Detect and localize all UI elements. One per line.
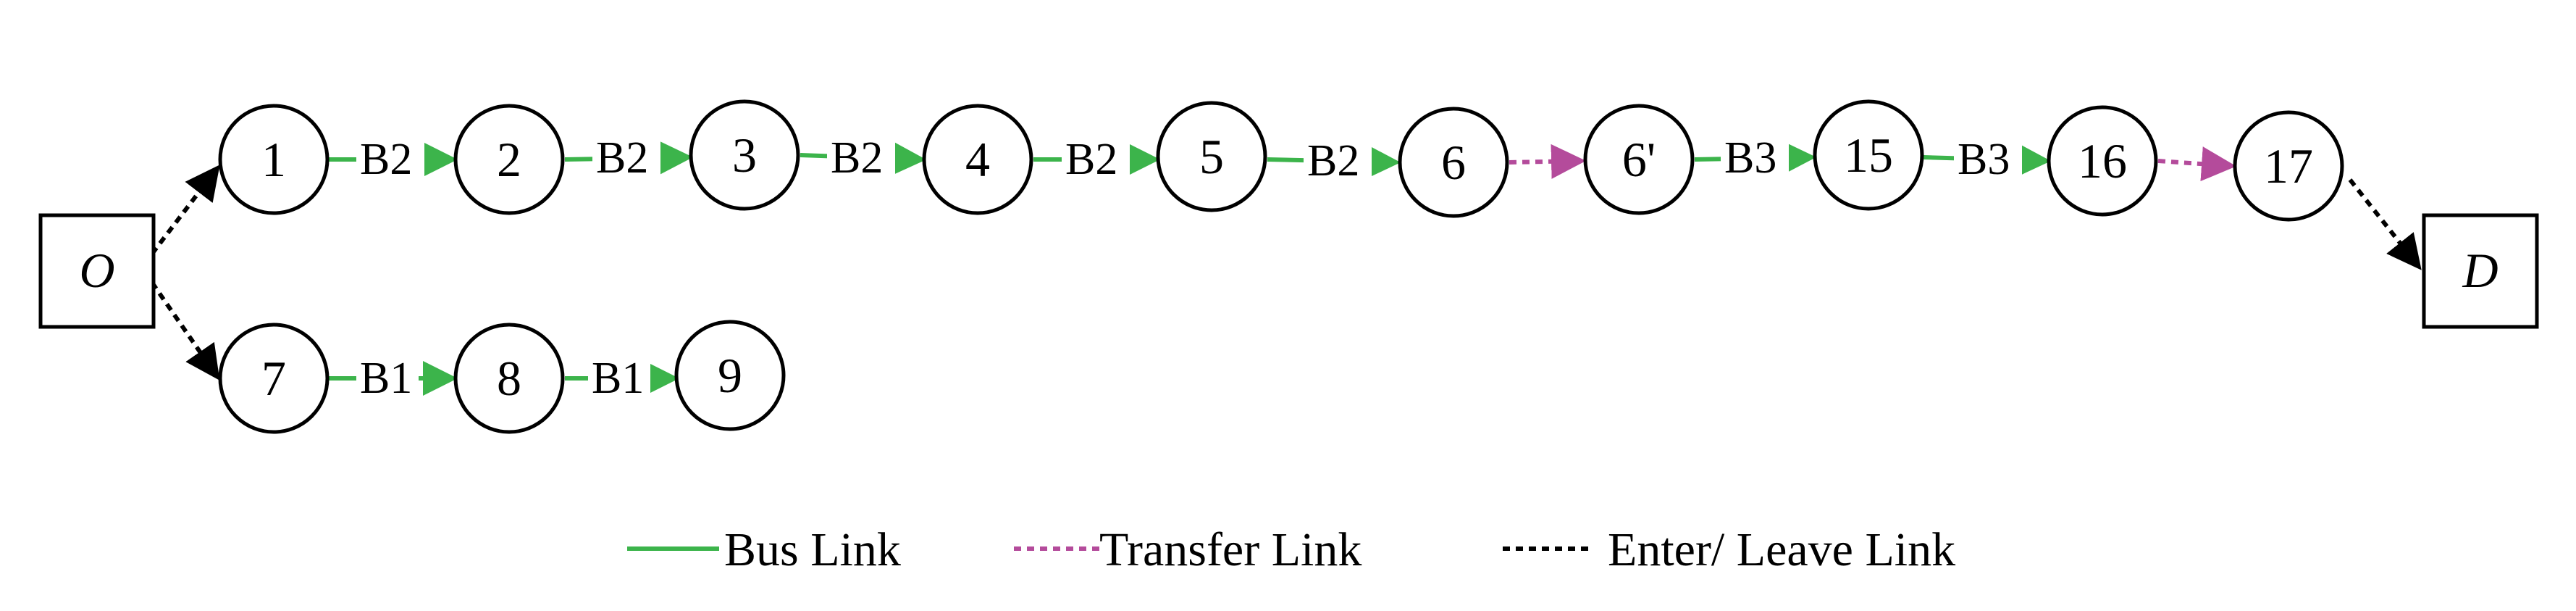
edge-o-1 <box>150 165 220 255</box>
node-5: 5 <box>1156 101 1267 212</box>
legend-enter-label: Enter/ Leave Link <box>1608 523 1955 576</box>
edge-label-4-5: B2 <box>1065 135 1117 184</box>
node-3: 3 <box>689 99 800 211</box>
edge-label-2-3: B2 <box>596 133 648 183</box>
svg-text:3: 3 <box>732 128 757 183</box>
node-o: O <box>38 213 156 329</box>
edge-label-1-2: B2 <box>360 135 412 184</box>
edge-label-5-6: B2 <box>1307 136 1359 186</box>
svg-text:16: 16 <box>2078 133 2127 188</box>
svg-text:7: 7 <box>261 351 286 406</box>
svg-text:6': 6' <box>1622 132 1656 187</box>
node-8: 8 <box>453 323 565 434</box>
edge-17-d <box>2348 178 2422 270</box>
svg-text:4: 4 <box>965 132 990 187</box>
svg-text:8: 8 <box>497 351 521 406</box>
node-15: 15 <box>1813 99 1924 211</box>
svg-text:9: 9 <box>718 348 742 403</box>
nodes-layer: O D 1 2 3 4 5 6 <box>38 99 2539 434</box>
node-7: 7 <box>218 323 330 434</box>
node-17: 17 <box>2233 110 2344 222</box>
node-1: 1 <box>218 104 330 215</box>
svg-text:1: 1 <box>261 132 286 187</box>
svg-text:D: D <box>2462 243 2498 298</box>
node-6: 6 <box>1398 107 1509 218</box>
edge-label-6p-15: B3 <box>1724 133 1776 183</box>
svg-text:17: 17 <box>2264 138 2313 194</box>
edge-label-15-16: B3 <box>1958 135 2010 184</box>
node-6-prime: 6' <box>1583 104 1695 215</box>
svg-text:O: O <box>79 243 114 298</box>
node-16: 16 <box>2047 105 2158 217</box>
edge-16-17 <box>2157 146 2236 182</box>
node-d: D <box>2422 213 2539 329</box>
edge-labels-layer: B2 B2 B2 B2 B2 B3 B3 B1 B1 <box>356 130 2022 403</box>
edge-o-7 <box>150 281 220 381</box>
node-2: 2 <box>453 104 565 215</box>
edge-6-6p <box>1509 144 1586 179</box>
svg-text:5: 5 <box>1199 129 1224 184</box>
svg-text:15: 15 <box>1844 128 1893 183</box>
legend: Bus Link Transfer Link Enter/ Leave Link <box>627 523 1955 576</box>
legend-bus-label: Bus Link <box>724 523 901 576</box>
svg-text:2: 2 <box>497 132 521 187</box>
legend-transfer-label: Transfer Link <box>1099 523 1362 576</box>
edge-label-7-8: B1 <box>360 354 412 403</box>
edge-label-3-4: B2 <box>831 133 883 183</box>
svg-text:6: 6 <box>1441 135 1466 190</box>
node-4: 4 <box>922 104 1033 215</box>
node-9: 9 <box>674 320 786 431</box>
edge-label-8-9: B1 <box>592 354 644 403</box>
